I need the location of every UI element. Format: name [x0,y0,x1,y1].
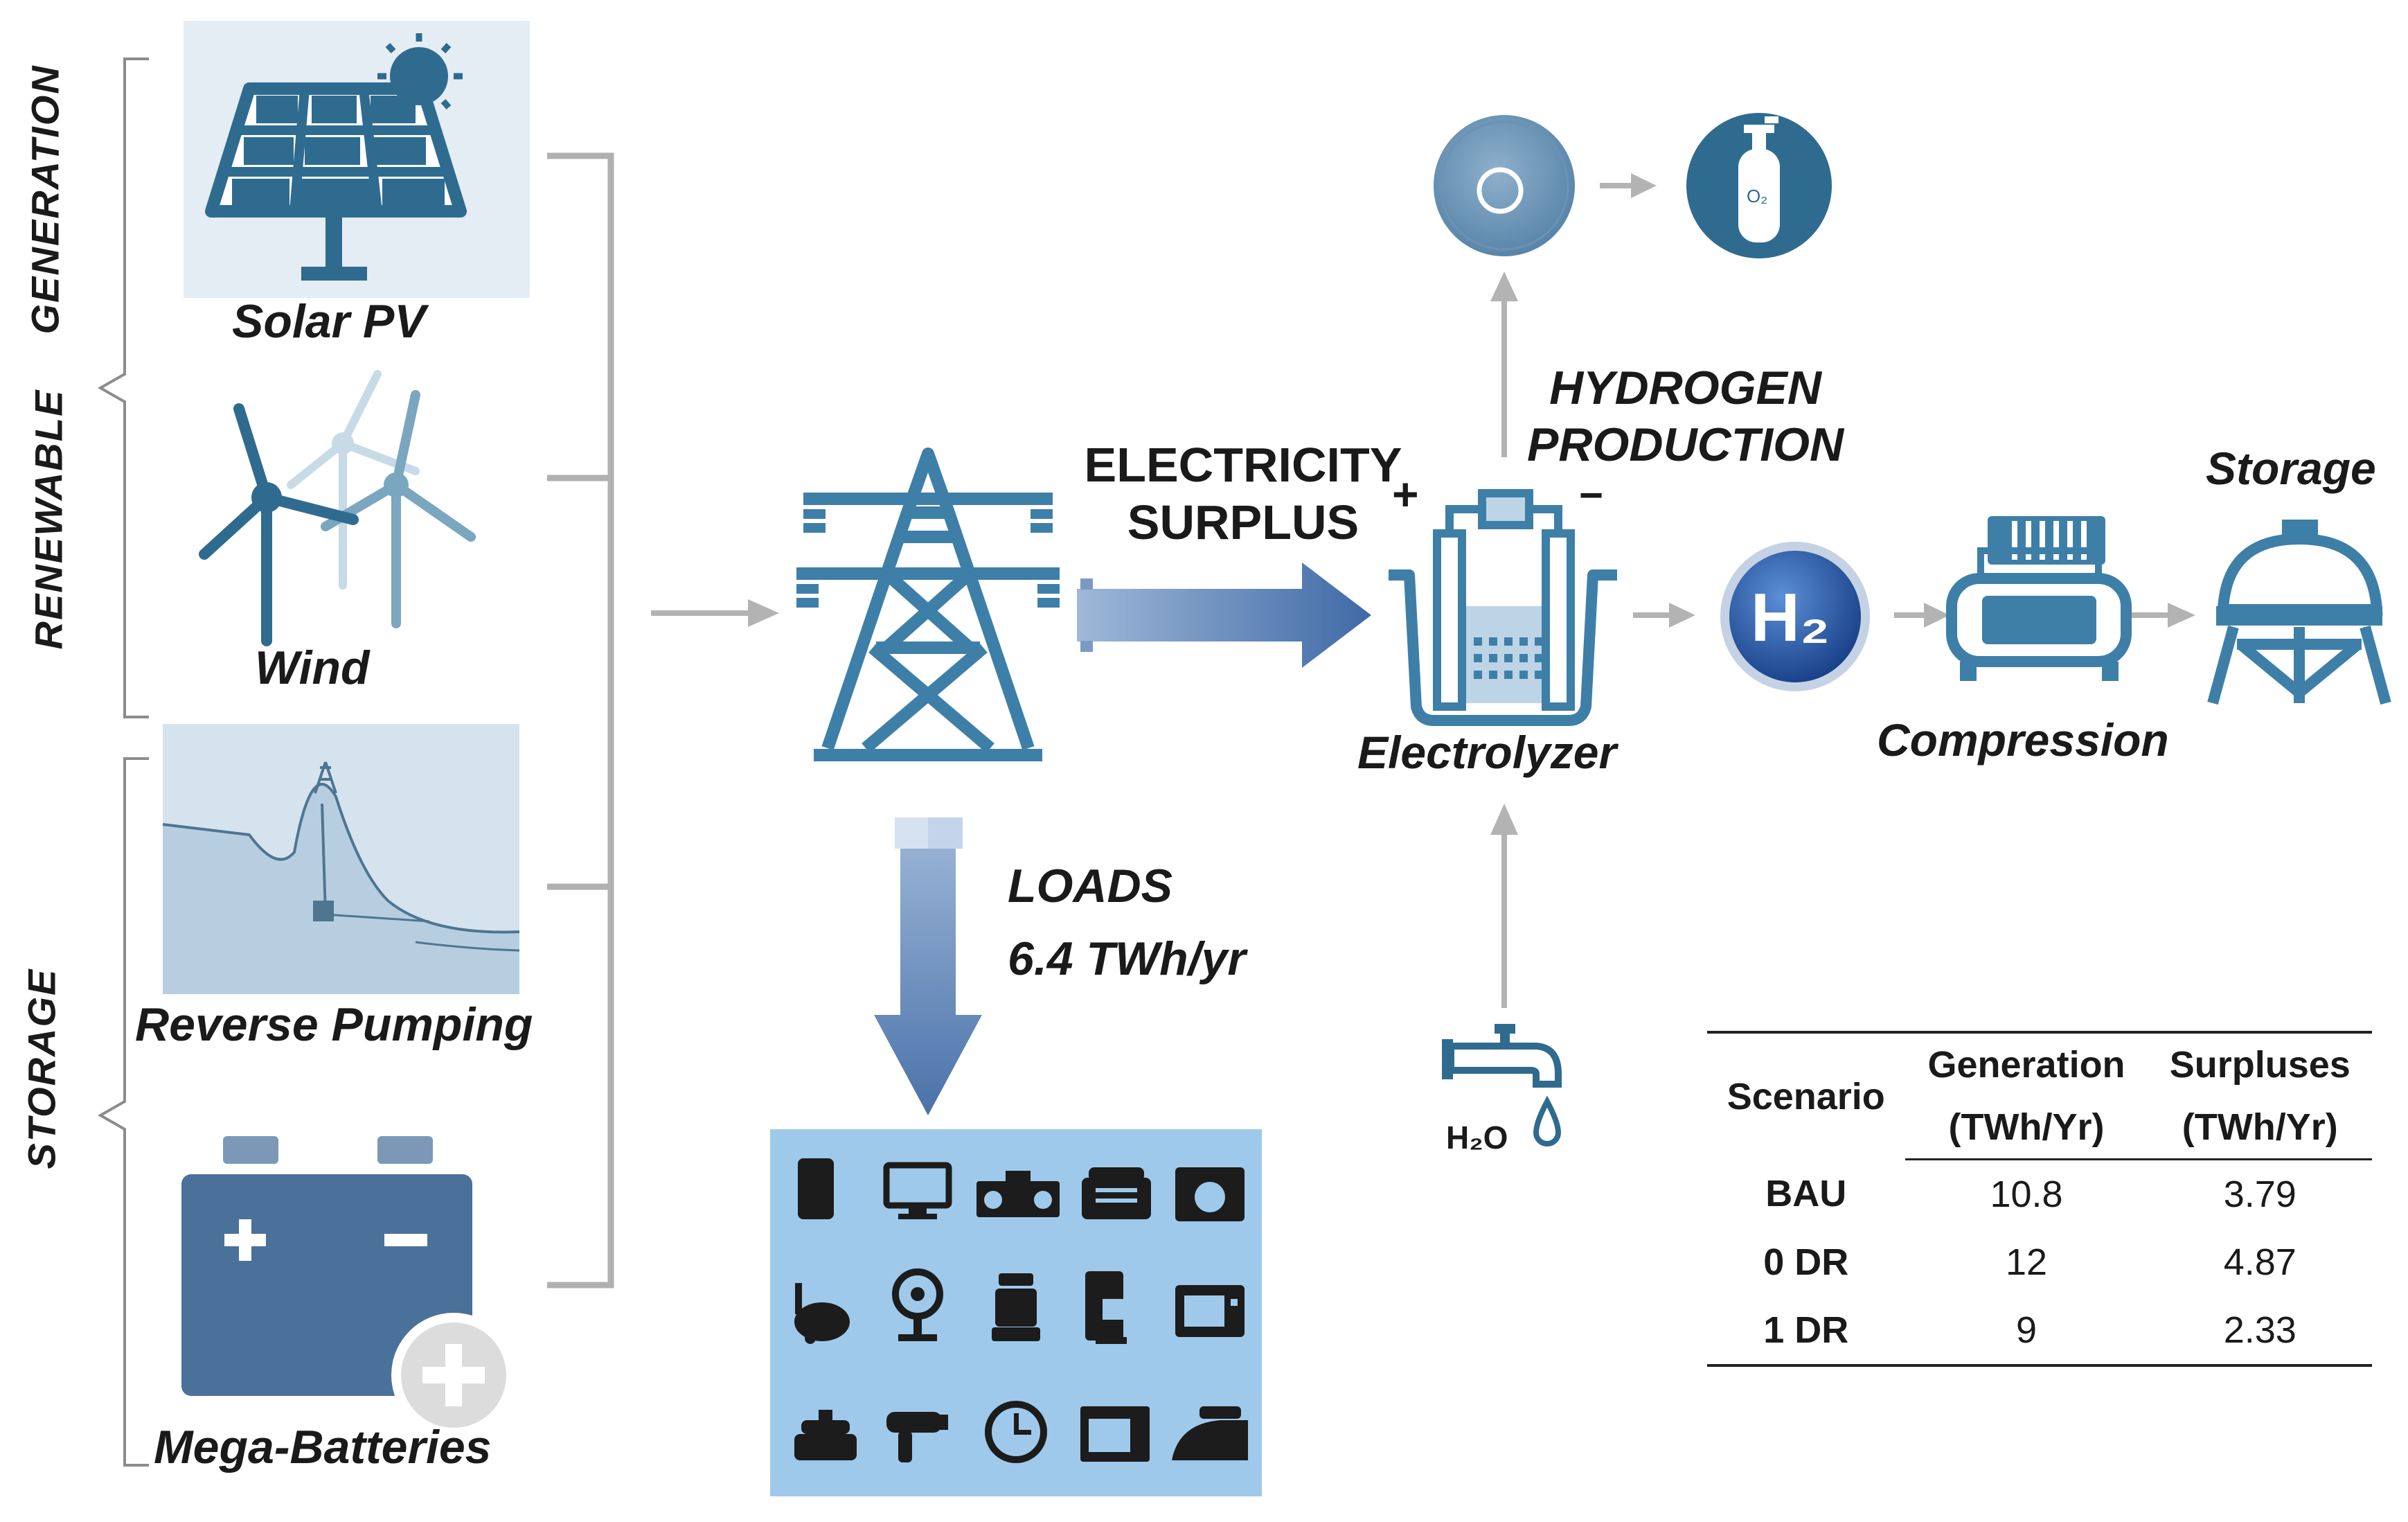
arrowhead [1669,603,1695,628]
arrowhead [1924,603,1950,628]
arrowhead [1490,272,1518,301]
cell-scenario: 1 DR [1707,1296,1905,1367]
wind-label: Wind [255,641,370,694]
storage-side-label: STORAGE [19,968,64,1169]
renewable-label: RENEWABLE [26,389,71,650]
flow-arrows [651,173,2195,1008]
monitor-icon [883,1162,952,1219]
cell-surpluses: 3.79 [2223,1174,2296,1215]
cell-generation: 9 [1905,1296,2148,1367]
table-row: 0 DR 12 4.87 [1707,1228,2372,1296]
electricity-surplus-label: ELECTRICITY SURPLUS [1067,436,1420,551]
fridge-icon [798,1158,834,1219]
compression-label: Compression [1877,714,2169,766]
loads-arrow [874,817,982,1115]
header-scenario: Scenario [1707,1031,1905,1160]
arrowhead [748,599,779,627]
solar-panel-icon [184,21,530,298]
electrolyzer-label: Electrolyzer [1357,727,1617,778]
hydrogen-label-line1: HYDROGEN [1549,362,1822,414]
battery-icon [181,1136,516,1437]
arrowhead [2168,603,2195,628]
header-generation-unit: (TWh/Yr) [1905,1096,2148,1160]
electrolyzer-icon [1389,489,1617,726]
hair-dryer-icon [886,1412,948,1462]
h2-label: H₂ [1751,579,1830,655]
loads-label: LOADS [1008,860,1172,912]
mega-batteries-label: Mega-Batteries [154,1421,492,1474]
surplus-arrow [1077,563,1371,668]
table-header-row: Scenario Generation Surpluses [1707,1031,2372,1160]
table-header-units-row: (TWh/Yr) (TWh/Yr) [1707,1096,2372,1160]
cell-generation: 10.8 [1990,1174,2063,1215]
arrowhead [1490,804,1518,835]
water-tap-icon [1442,1024,1562,1147]
phone-icon [1082,1167,1151,1219]
arrowhead [1631,173,1657,198]
vacuum-icon [794,1283,850,1344]
header-surpluses: Surpluses [2148,1031,2372,1096]
cell-generation: 12 [2005,1241,2048,1283]
compressor-icon [1946,516,2132,681]
table-row: BAU 10.8 3.79 [1707,1160,2372,1229]
coffee-maker-icon [1085,1271,1130,1344]
plus-sign: + [1392,468,1419,520]
cell-surpluses: 4.87 [2223,1241,2296,1283]
storage-bracket [97,757,149,1467]
cooker-icon [794,1410,857,1460]
stereo-icon [976,1171,1060,1217]
cell-scenario: BAU [1765,1173,1847,1215]
fan-icon [892,1268,943,1341]
reverse-pumping-label: Reverse Pumping [135,998,533,1051]
generation-label: GENERATION [23,64,67,335]
renewable-bracket [97,57,149,718]
iron-icon [1172,1406,1248,1460]
hydrogen-molecule-icon [1720,542,1870,691]
storage-label: Storage [2206,443,2376,494]
table-row: 1 DR 9 2.33 [1707,1296,2372,1367]
h2o-label: H₂O [1446,1120,1508,1156]
oxygen-molecule-icon [1434,115,1575,256]
cell-scenario: 0 DR [1763,1241,1849,1283]
transmission-tower-icon [796,448,1060,761]
header-generation: Generation [1905,1031,2148,1096]
electricity-label-line1: ELECTRICITY [1084,438,1402,492]
oven-icon [1080,1406,1150,1462]
o2-cylinder-label: O₂ [1747,186,1768,206]
microwave-icon [1175,1285,1245,1337]
pumped-hydro-icon [162,724,520,994]
header-surpluses-unit: (TWh/Yr) [2148,1096,2372,1160]
minus-sign: − [1579,472,1604,518]
household-appliances-icon [770,1129,1262,1496]
scenario-table: Scenario Generation Surpluses (TWh/Yr) (… [1707,1031,2372,1367]
appliance-icons-grid [794,1158,1248,1463]
electricity-label-line2: SURPLUS [1127,495,1359,549]
clock-icon [985,1401,1047,1463]
hydrogen-production-label: HYDROGEN PRODUCTION [1527,360,1844,473]
storage-tank-icon [2207,520,2391,705]
hydrogen-label-line2: PRODUCTION [1527,418,1844,471]
solar-pv-label: Solar PV [232,295,426,348]
cell-surpluses: 2.33 [2148,1296,2372,1367]
wind-turbine-icon [199,370,476,646]
loads-value-label: 6.4 TWh/yr [1008,932,1246,985]
washer-icon [1175,1167,1245,1221]
sources-bracket [547,152,614,1289]
tower-insulators [796,509,1060,608]
oxygen-cylinder-icon [1686,113,1832,258]
blender-icon [992,1273,1040,1341]
